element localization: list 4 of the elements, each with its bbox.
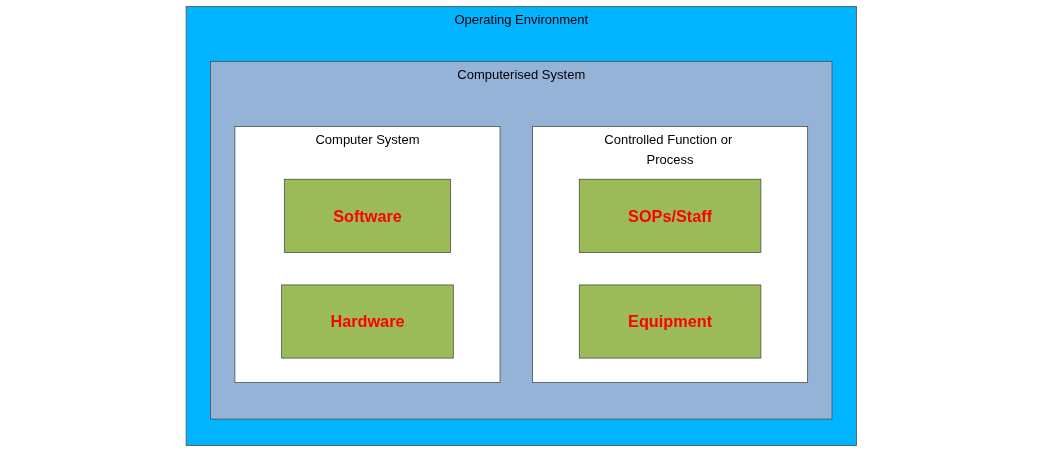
node-box: Software	[284, 178, 452, 253]
node-box: SOPs/Staff	[579, 178, 762, 253]
node-box: Equipment	[579, 284, 762, 359]
node-box: Hardware	[281, 284, 454, 359]
